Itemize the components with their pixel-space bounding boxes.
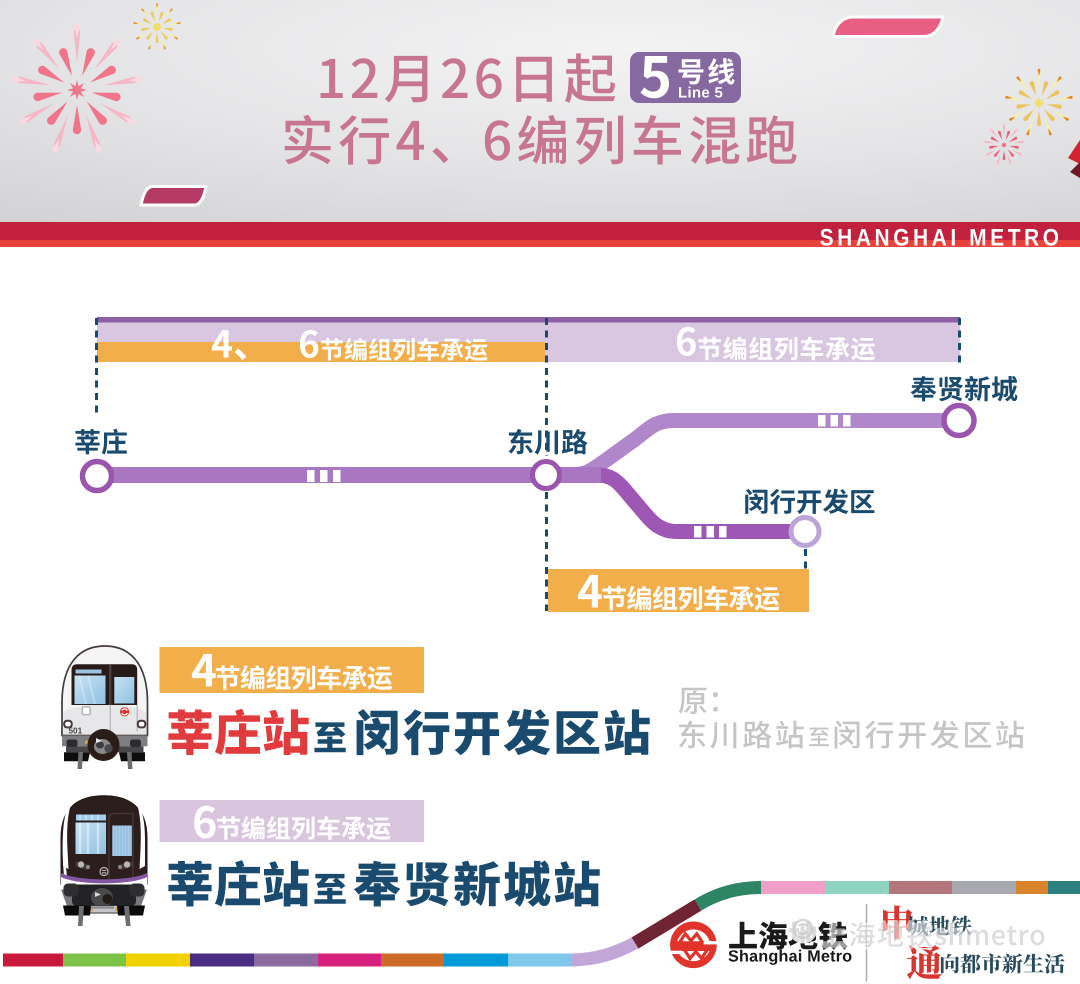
svg-text:501: 501 — [69, 727, 83, 736]
